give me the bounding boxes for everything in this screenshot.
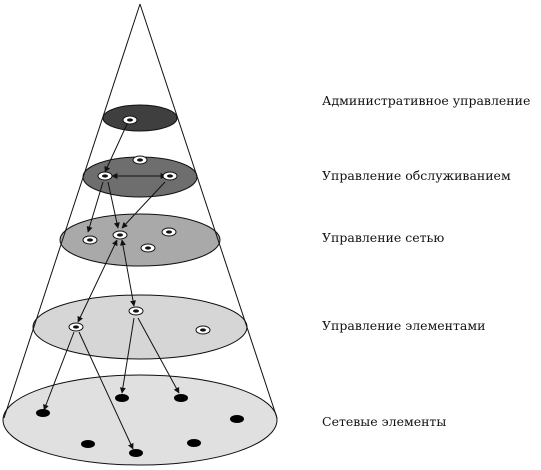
manager-node	[162, 171, 178, 181]
manager-node	[82, 235, 98, 245]
manager-node	[97, 171, 113, 181]
level-network-elements-disk	[2, 374, 278, 466]
manager-nodes	[68, 115, 211, 335]
cone-right-edge	[139, 3, 278, 419]
network-element-node	[174, 394, 188, 402]
level-label-business-management: Административное управление	[322, 93, 531, 108]
manager-node	[112, 230, 128, 240]
level-element-management-disk	[32, 294, 248, 360]
manager-node	[195, 325, 211, 335]
level-label-element-management: Управление элементами	[322, 318, 486, 333]
interaction-arrows	[43, 121, 180, 450]
manager-node	[68, 322, 84, 332]
network-element-node	[115, 394, 129, 402]
level-label-network-management: Управление сетью	[322, 230, 445, 245]
manager-node	[140, 243, 156, 253]
level-label-service-management: Управление обслуживанием	[322, 168, 511, 183]
network-element-nodes	[36, 394, 244, 457]
manager-node	[161, 227, 177, 237]
manager-node	[122, 115, 138, 125]
network-element-node	[230, 415, 244, 423]
cone-left-edge	[3, 3, 141, 419]
network-element-node	[36, 409, 50, 417]
manager-node	[132, 155, 148, 165]
network-element-node	[81, 440, 95, 448]
level-label-network-elements: Сетевые элементы	[322, 414, 447, 429]
level-business-management-disk	[102, 104, 178, 132]
network-element-node	[187, 439, 201, 447]
network-element-node	[129, 449, 143, 457]
manager-node	[128, 306, 144, 316]
